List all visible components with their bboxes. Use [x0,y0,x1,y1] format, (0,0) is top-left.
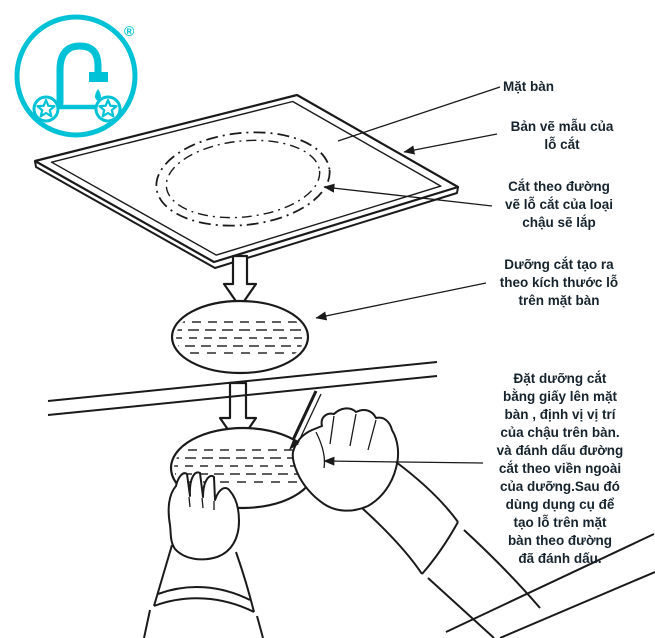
brand-logo: ® [14,14,138,138]
right-hand-illustration [289,390,541,638]
label-countertop: Mặt bàn [503,79,555,94]
paper-template-oval [170,299,310,375]
template-markings-2 [174,449,312,483]
template-markings [176,321,304,354]
leader-lines [315,86,501,466]
registered-trademark: ® [124,23,135,39]
label-template-drawing: Bản vẽ mẫu của lỗ cắt [510,119,614,152]
cutout-dashdot-ellipse [155,131,331,227]
flower-star-icon-right [94,95,122,123]
label-instructions: Đặt dưỡng cắt bằng giấy lên mặt bàn , đị… [496,371,624,566]
label-cut-template: Dưỡng cắt tạo ra theo kích thước lỗ trên… [499,257,619,308]
counter-edge-lines [47,361,655,638]
label-cut-line: Cắt theo đường vẽ lỗ cắt của loại chậu s… [504,179,614,230]
flower-star-icon-left [32,95,60,123]
left-hand-illustration [143,471,264,638]
right-sleeve [361,461,541,638]
left-sleeve [143,544,264,638]
pencil-illustration [289,390,322,450]
down-arrow-1-icon [222,254,258,309]
